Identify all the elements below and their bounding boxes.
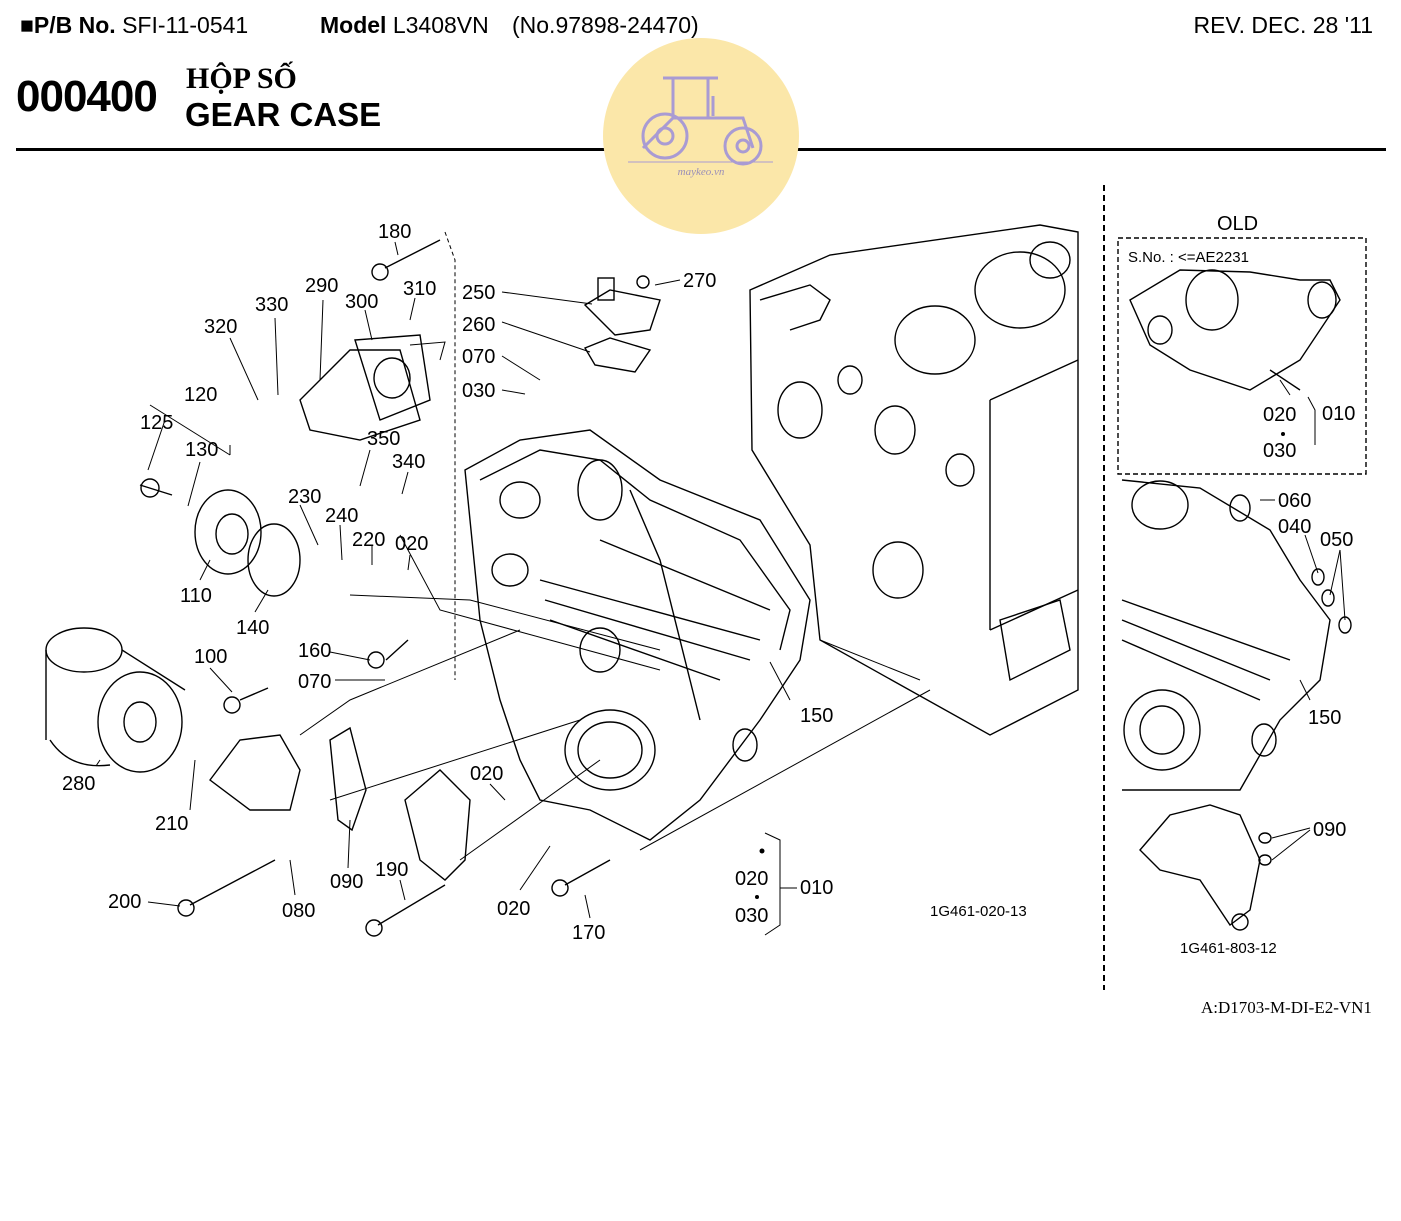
- pb-number: ■P/B No. SFI-11-0541: [20, 12, 248, 39]
- label-100: 100: [194, 646, 227, 668]
- label-140: 140: [236, 617, 269, 639]
- label-030-top: 030: [462, 380, 495, 402]
- model-value: L3408VN: [392, 12, 489, 38]
- part-labels: 180 270 290 300 310 330 320 250 260 070 …: [62, 221, 1027, 944]
- label-125: 125: [140, 412, 173, 434]
- watermark-text: maykeo.vn: [677, 166, 725, 178]
- label-250: 250: [462, 282, 495, 304]
- old-diagram-code: 1G461-803-12: [1180, 940, 1277, 957]
- label-210: 210: [155, 813, 188, 835]
- oil-filter: [45, 627, 186, 773]
- label-280: 280: [62, 773, 95, 795]
- model-number: (No.97898-24470): [512, 12, 699, 38]
- label-270: 270: [683, 270, 716, 292]
- label-020-lower: 020: [470, 763, 503, 785]
- watermark-logo: maykeo.vn: [603, 38, 799, 234]
- thermostat-housing: [299, 334, 431, 441]
- label-070-mid: 070: [298, 671, 331, 693]
- old-panel-labels: OLD S.No. : <=AE2231 020 030 010 060 040…: [1128, 213, 1355, 957]
- label-110: 110: [180, 585, 212, 607]
- old-title: OLD: [1217, 213, 1258, 235]
- label-230: 230: [288, 486, 321, 508]
- old-label-010: 010: [1322, 403, 1355, 425]
- label-240: 240: [325, 505, 358, 527]
- label-340: 340: [392, 451, 425, 473]
- old-panel-box: [1117, 237, 1367, 475]
- label-290: 290: [305, 275, 338, 297]
- label-220: 220: [352, 529, 385, 551]
- reference-code: A:D1703-M-DI-E2-VN1: [1201, 998, 1372, 1017]
- top-cover: [583, 277, 661, 373]
- model: Model L3408VN: [320, 12, 489, 39]
- label-030-group: 030: [735, 905, 768, 927]
- section-code: 000400: [16, 72, 158, 121]
- label-320: 320: [204, 316, 237, 338]
- group-dot-icon: [1281, 432, 1285, 436]
- old-serial: S.No. : <=AE2231: [1128, 249, 1249, 266]
- label-330: 330: [255, 294, 288, 316]
- oil-pump-bracket: [209, 726, 471, 881]
- old-label-090: 090: [1313, 819, 1346, 841]
- label-300: 300: [345, 291, 378, 313]
- diagram-code: 1G461-020-13: [930, 903, 1027, 920]
- label-120: 120: [184, 384, 217, 406]
- label-350: 350: [367, 428, 400, 450]
- label-200: 200: [108, 891, 141, 913]
- label-190: 190: [375, 859, 408, 881]
- label-070-top: 070: [462, 346, 495, 368]
- group-dot-icon: [755, 895, 759, 899]
- old-label-060: 060: [1278, 490, 1311, 512]
- old-leader-lines: [1260, 379, 1346, 861]
- leader-lines: [95, 231, 931, 936]
- old-label-040: 040: [1278, 516, 1311, 538]
- old-label-150: 150: [1308, 707, 1341, 729]
- label-020-group: 020: [735, 868, 768, 890]
- section-title-en: GEAR CASE: [185, 96, 382, 133]
- label-090: 090: [330, 871, 363, 893]
- label-020-bottom: 020: [497, 898, 530, 920]
- label-130: 130: [185, 439, 218, 461]
- label-310: 310: [403, 278, 436, 300]
- label-260: 260: [462, 314, 495, 336]
- gear-case: [464, 429, 811, 841]
- section-title-vn: HỘP SỐ: [186, 62, 297, 95]
- old-label-030: 030: [1263, 440, 1296, 462]
- group-dot-icon: [759, 848, 765, 854]
- tractor-icon: [628, 76, 773, 166]
- square-bullet-icon: ■: [20, 12, 34, 38]
- pb-value: SFI-11-0541: [122, 12, 249, 38]
- old-label-020: 020: [1263, 404, 1296, 426]
- pump-cover: [194, 489, 301, 597]
- label-170: 170: [572, 922, 605, 944]
- old-label-050: 050: [1320, 529, 1353, 551]
- engine-block: [749, 224, 1079, 736]
- label-160: 160: [298, 640, 331, 662]
- bolts: [139, 239, 650, 937]
- model-label: Model: [320, 12, 387, 38]
- label-150: 150: [800, 705, 833, 727]
- label-180: 180: [378, 221, 411, 243]
- old-gear-case-inset: [1121, 269, 1352, 931]
- label-080: 080: [282, 900, 315, 922]
- label-020-mid: 020: [395, 533, 428, 555]
- label-010-group: 010: [800, 877, 833, 899]
- revision-date: REV. DEC. 28 '11: [1193, 12, 1373, 38]
- pb-label: P/B No.: [33, 12, 116, 38]
